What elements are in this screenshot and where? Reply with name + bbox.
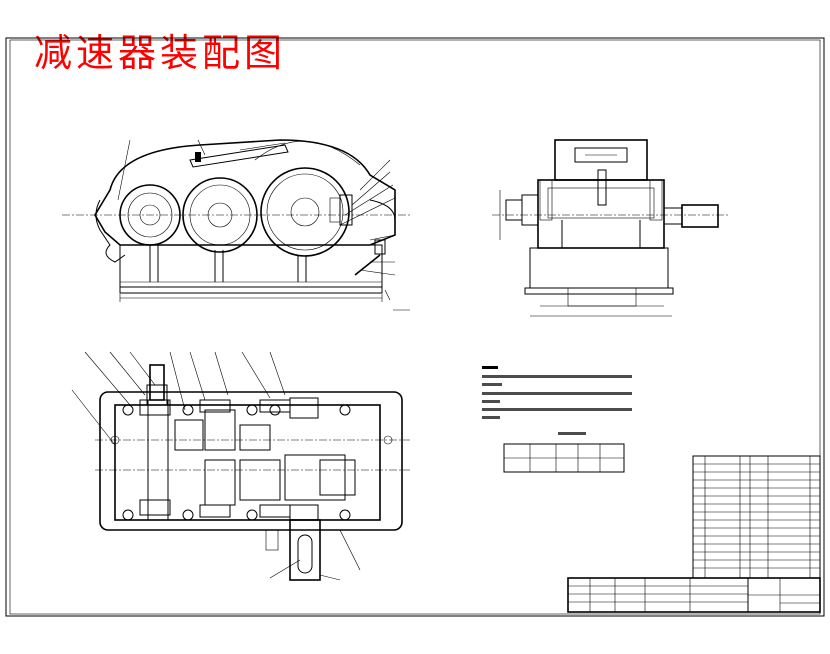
side-view [492, 139, 730, 317]
front-view [62, 139, 410, 311]
parameter-table [503, 432, 625, 473]
technical-notes [482, 366, 632, 419]
top-view [71, 351, 410, 581]
outer-border [5, 37, 825, 617]
drawing-title: 减速器装配图 [34, 31, 287, 75]
title-block [567, 577, 821, 613]
parts-list [692, 455, 821, 579]
inner-border [9, 39, 821, 615]
